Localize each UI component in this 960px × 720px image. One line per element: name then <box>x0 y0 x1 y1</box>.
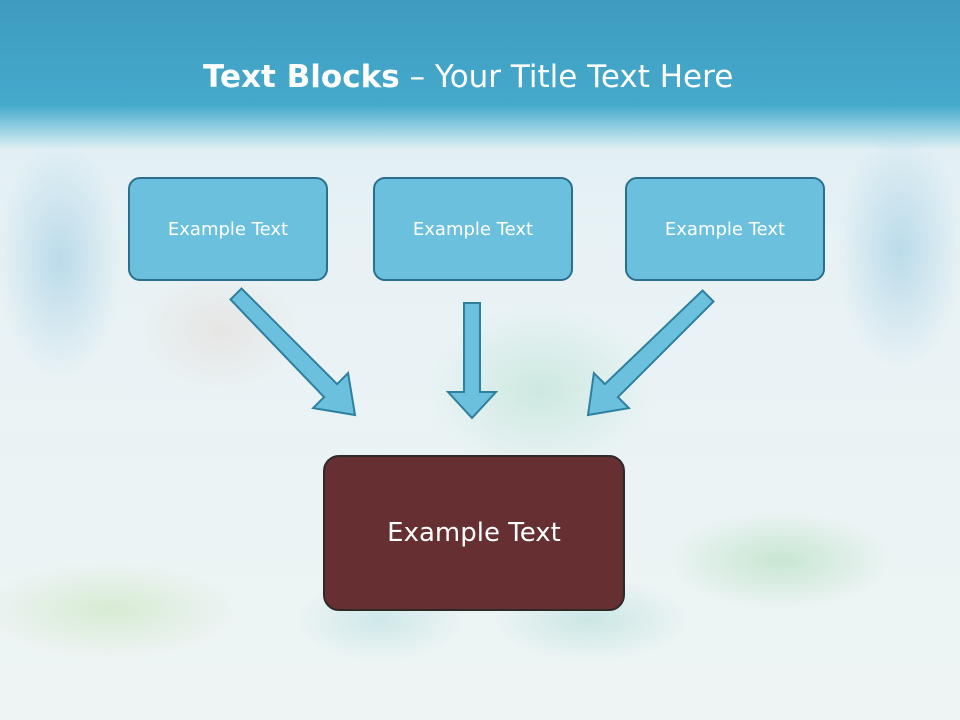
arrow-left-down-right <box>229 287 357 417</box>
title-dash: – <box>399 59 435 95</box>
text-block-top-left: Example Text <box>128 177 328 281</box>
text-block-top-right: Example Text <box>625 177 825 281</box>
title-bold: Text Blocks <box>203 59 400 95</box>
title-bar <box>0 0 960 150</box>
arrow-down <box>445 302 499 420</box>
text-block-bottom: Example Text <box>323 455 625 611</box>
arrow-right-down-left <box>586 289 715 417</box>
slide-title: Text Blocks – Your Title Text Here <box>203 55 733 99</box>
text-block-top-middle: Example Text <box>373 177 573 281</box>
title-rest: Your Title Text Here <box>434 59 734 95</box>
